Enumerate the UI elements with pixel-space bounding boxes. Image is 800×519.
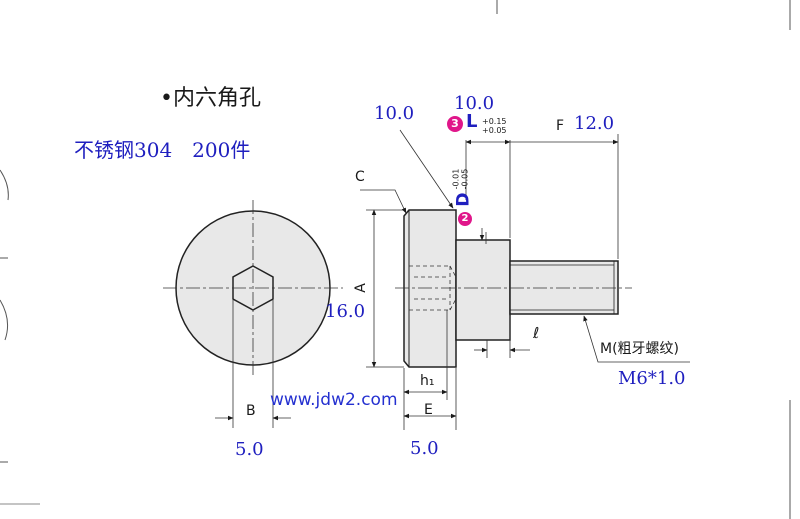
value-m: M6*1.0 <box>618 368 686 389</box>
tol-d-upper: -0.01 <box>451 168 461 190</box>
label-d: D <box>453 192 474 207</box>
label-e: E <box>424 402 433 418</box>
value-f: 12.0 <box>574 113 615 134</box>
badge-2: 2 <box>458 212 472 226</box>
label-ell: ℓ <box>533 324 540 342</box>
tol-l-upper: +0.15 <box>482 117 507 126</box>
watermark: www.jdw2.com <box>270 390 398 410</box>
heading: •内六角孔 <box>160 86 261 111</box>
label-m: M(粗牙螺纹) <box>600 341 680 357</box>
dimension-lines <box>360 129 690 430</box>
label-c: C <box>355 169 365 185</box>
badge-3: 3 <box>447 116 463 132</box>
label-l: L <box>466 111 478 132</box>
tol-l-lower: +0.05 <box>482 126 507 135</box>
value-e: 5.0 <box>410 438 439 459</box>
tol-d-lower: -0.05 <box>460 168 470 190</box>
material-note: 不锈钢304 200件 <box>74 138 251 162</box>
label-f: F <box>556 118 565 134</box>
value-l: 10.0 <box>454 93 495 114</box>
value-b: 5.0 <box>235 439 264 460</box>
label-b: B <box>246 403 256 419</box>
value-d: 10.0 <box>374 103 415 124</box>
label-h1: h₁ <box>420 373 435 389</box>
front-view <box>163 200 343 428</box>
side-view <box>395 209 632 368</box>
label-a: A <box>352 283 369 293</box>
value-a: 16.0 <box>325 301 366 322</box>
